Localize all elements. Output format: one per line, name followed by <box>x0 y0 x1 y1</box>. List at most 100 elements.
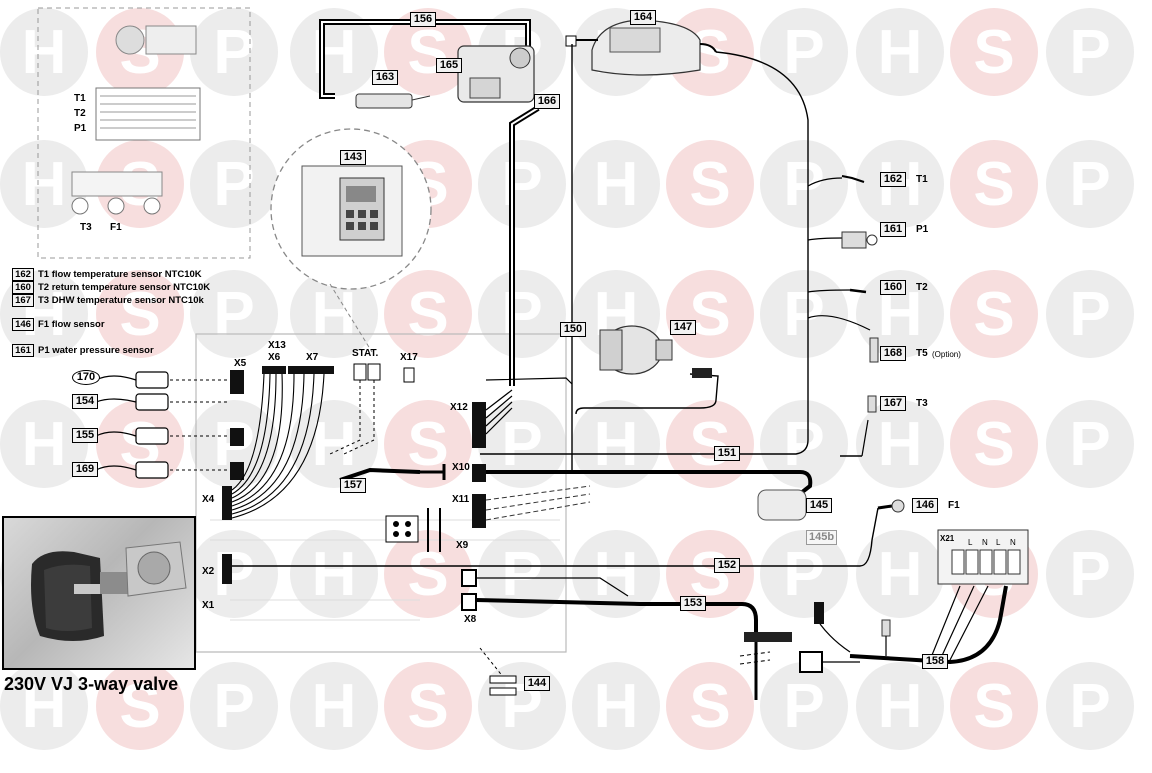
valve-caption: 230V VJ 3-way valve <box>4 674 179 694</box>
watermark-letter: S <box>666 662 754 750</box>
inset-label-t1: T1 <box>74 93 86 104</box>
watermark-letter: H <box>0 662 88 750</box>
watermark-letter: P <box>190 270 278 358</box>
part-tag-160[interactable]: 160 <box>880 280 906 295</box>
watermark-letter: P <box>760 140 848 228</box>
watermark-letter: S <box>950 400 1038 488</box>
part-tag-162[interactable]: 162 <box>880 172 906 187</box>
harness-158 <box>849 585 1008 665</box>
part-tag-145b[interactable]: 145b <box>806 530 838 545</box>
watermark-letter: S <box>96 662 184 750</box>
connector-label-x1: X1 <box>202 600 215 611</box>
inset-label-f1: F1 <box>110 222 122 233</box>
connector-label-x5: X5 <box>234 358 247 369</box>
legend-num: 167 <box>12 294 34 307</box>
watermark-letter: P <box>190 140 278 228</box>
pressure-sensor-161 <box>841 231 867 249</box>
legend-row-160: 160 T2 return temperature sensor NTC10K <box>12 281 210 294</box>
terminal-label-2: N <box>982 538 988 547</box>
part-tag-170[interactable]: 170 <box>72 370 100 385</box>
part-tag-163[interactable]: 163 <box>372 70 398 85</box>
connector-label-x17: X17 <box>400 352 418 363</box>
connector-label-x2: X2 <box>202 566 215 577</box>
connector-label-x10: X10 <box>452 462 470 473</box>
harness-166 <box>509 105 540 386</box>
sensor-label-t2: T2 <box>916 282 928 293</box>
sensor-label-t5-option: (Option) <box>932 350 961 359</box>
part-tag-157[interactable]: 157 <box>340 478 366 493</box>
part-tag-153[interactable]: 153 <box>680 596 706 611</box>
connector-label-x4: X4 <box>202 494 215 505</box>
watermark-letter: H <box>290 530 378 618</box>
part-tag-166[interactable]: 166 <box>534 94 560 109</box>
connector-154 <box>135 393 169 411</box>
legend-num: 146 <box>12 318 34 331</box>
part-tag-146[interactable]: 146 <box>912 498 938 513</box>
watermark-letter: H <box>856 662 944 750</box>
sensor-label-p1: P1 <box>916 224 929 235</box>
connector-x8-a <box>461 569 477 587</box>
connector-x5-c <box>230 462 244 480</box>
watermark-letter: S <box>96 270 184 358</box>
connector-x5-b <box>230 428 244 446</box>
part-tag-168[interactable]: 168 <box>880 346 906 361</box>
part-tag-152[interactable]: 152 <box>714 558 740 573</box>
inset-frame <box>37 7 251 259</box>
terminal-label-4: N <box>1010 538 1016 547</box>
connector-label-x11: X11 <box>452 494 470 505</box>
inset-heat-exchanger <box>95 87 201 141</box>
watermark-letter: H <box>0 8 88 96</box>
part-tag-151[interactable]: 151 <box>714 446 740 461</box>
connector-170 <box>135 371 169 389</box>
connector-155 <box>135 427 169 445</box>
part-tag-158[interactable]: 158 <box>922 654 948 669</box>
legend-row-167: 167 T3 DHW temperature sensor NTC10k <box>12 294 204 307</box>
watermark-letter: P <box>760 8 848 96</box>
inset-label-p1: P1 <box>74 123 87 134</box>
watermark-letter: P <box>478 140 566 228</box>
sensor-label-t5: T5 <box>916 348 928 359</box>
connector-label-x9: X9 <box>456 540 469 551</box>
valve-illustration <box>31 541 187 641</box>
connector-x6 <box>262 366 286 374</box>
watermark-letter: S <box>666 270 754 358</box>
watermark-letter: P <box>1046 140 1134 228</box>
terminal-label-3: L <box>996 538 1001 547</box>
watermark-letter: S <box>666 140 754 228</box>
connector-label-x7: X7 <box>306 352 319 363</box>
part-tag-165[interactable]: 165 <box>436 58 462 73</box>
fuse-144-b <box>489 687 517 696</box>
part-tag-150[interactable]: 150 <box>560 322 586 337</box>
part-tag-143[interactable]: 143 <box>340 150 366 165</box>
watermark-letter: P <box>1046 8 1134 96</box>
connector-x11 <box>472 494 486 528</box>
connector-label-x21: X21 <box>940 534 955 543</box>
part-tag-144[interactable]: 144 <box>524 676 550 691</box>
sensor-trunk <box>480 51 809 455</box>
connector-x17 <box>403 367 415 383</box>
ignition-electrode-163 <box>355 93 413 109</box>
watermark-letter: S <box>950 662 1038 750</box>
part-tag-156[interactable]: 156 <box>410 12 436 27</box>
connector-x5-a <box>230 370 244 394</box>
watermark-letter: S <box>384 270 472 358</box>
connector-label-x6: X6 <box>268 352 281 363</box>
part-tag-167[interactable]: 167 <box>880 396 906 411</box>
watermark-letter: H <box>856 400 944 488</box>
part-tag-169[interactable]: 169 <box>72 462 98 477</box>
part-tag-154[interactable]: 154 <box>72 394 98 409</box>
part-tag-145[interactable]: 145 <box>806 498 832 513</box>
part-tag-164[interactable]: 164 <box>630 10 656 25</box>
part-tag-161[interactable]: 161 <box>880 222 906 237</box>
watermark-letter: H <box>290 662 378 750</box>
legend-text: P1 water pressure sensor <box>38 345 154 356</box>
part-tag-155[interactable]: 155 <box>72 428 98 443</box>
watermark-letter: H <box>856 8 944 96</box>
component-145 <box>757 489 807 521</box>
harness-157 <box>339 467 421 482</box>
watermark-letter: P <box>190 530 278 618</box>
part-tag-147[interactable]: 147 <box>670 320 696 335</box>
control-box-outline <box>195 333 567 653</box>
